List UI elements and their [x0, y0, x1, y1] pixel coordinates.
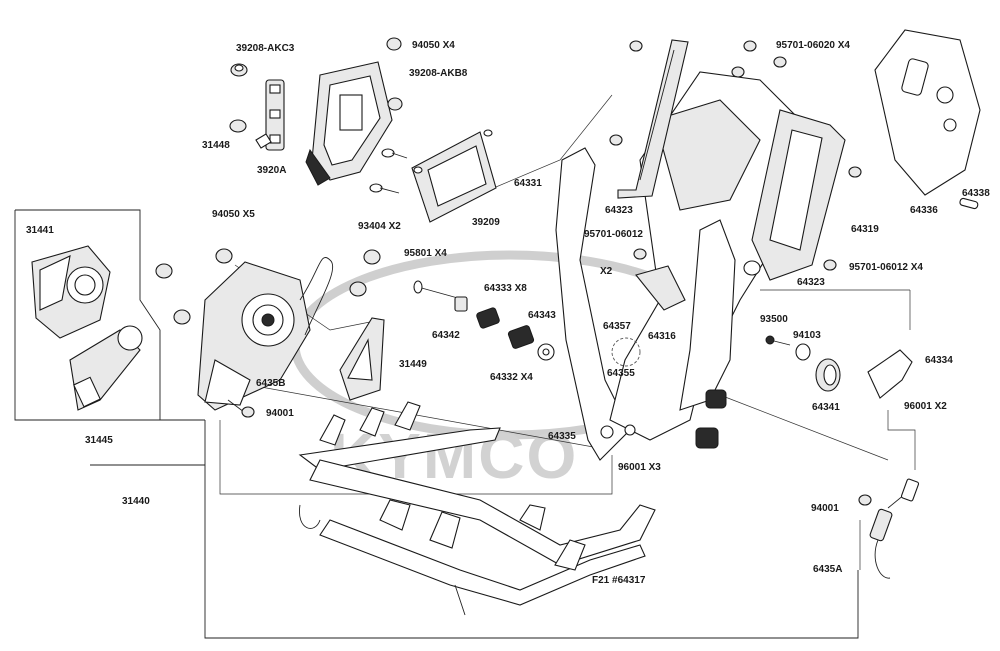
label-31445: 31445 — [85, 435, 113, 446]
label-95701-06020-x4: 95701-06020 X4 — [776, 40, 850, 51]
label-94001-left: 94001 — [266, 408, 294, 419]
label-64342: 64342 — [432, 330, 460, 341]
grommet-64357 — [611, 337, 641, 367]
label-94001-right: 94001 — [811, 503, 839, 514]
label-f21-64317: F21 #64317 — [592, 575, 646, 586]
motor-assembly-31441 — [31, 245, 111, 339]
sensor-6435a — [241, 406, 920, 579]
label-64333-x8: 64333 X8 — [484, 283, 527, 294]
actuator-housing — [197, 257, 334, 413]
washer-94103 — [795, 343, 811, 361]
label-64343: 64343 — [528, 310, 556, 321]
label-6435b: 6435B — [256, 378, 285, 389]
rubber-mounts-64333 — [476, 307, 555, 361]
label-96001-x2: 96001 X2 — [904, 401, 947, 412]
screw-93500 — [765, 335, 791, 346]
frame-dampers — [600, 389, 727, 449]
label-31449: 31449 — [399, 359, 427, 370]
bracket-31449 — [339, 317, 385, 401]
rail-64323-upper — [617, 39, 689, 199]
clamp-64316 — [635, 265, 686, 311]
label-64336: 64336 — [910, 205, 938, 216]
bolt-95801 — [413, 280, 468, 312]
label-64334: 64334 — [925, 355, 953, 366]
label-64335: 64335 — [548, 431, 576, 442]
label-94050-x4: 94050 X4 — [412, 40, 455, 51]
label-64319: 64319 — [851, 224, 879, 235]
label-64323-lower: 64323 — [797, 277, 825, 288]
label-95701-06012: 95701-06012 — [584, 229, 643, 240]
label-31440: 31440 — [122, 496, 150, 507]
lower-frame-64317 — [298, 401, 656, 616]
label-x2: X2 — [600, 266, 613, 277]
label-64316: 64316 — [648, 331, 676, 342]
label-64323-upper: 64323 — [605, 205, 633, 216]
label-31448: 31448 — [202, 140, 230, 151]
label-39208-akc3: 39208-AKC3 — [236, 43, 295, 54]
label-6435a: 6435A — [813, 564, 842, 575]
label-95701-06012-x4: 95701-06012 X4 — [849, 262, 923, 273]
label-96001-x3: 96001 X3 — [618, 462, 661, 473]
label-95801-x4: 95801 X4 — [404, 248, 447, 259]
label-93404-x2: 93404 X2 — [358, 221, 401, 232]
stay-64334 — [867, 349, 913, 399]
rail-64319 — [743, 109, 846, 281]
label-64331: 64331 — [514, 178, 542, 189]
label-94050-x5: 94050 X5 — [212, 209, 255, 220]
ecu-module-assembly — [265, 61, 393, 186]
label-39209: 39209 — [472, 217, 500, 228]
label-64355: 64355 — [607, 368, 635, 379]
label-64338: 64338 — [962, 188, 990, 199]
label-39208-akb8: 39208-AKB8 — [409, 68, 468, 79]
label-3920a: 3920A — [257, 165, 286, 176]
pin-64338 — [959, 197, 979, 210]
label-31441: 31441 — [26, 225, 54, 236]
label-64332-x4: 64332 X4 — [490, 372, 533, 383]
leader-lines — [14, 94, 916, 639]
label-94103: 94103 — [793, 330, 821, 341]
label-93500: 93500 — [760, 314, 788, 325]
bracket-plate-39209 — [411, 129, 497, 223]
bolts-93404 — [369, 148, 408, 194]
rubber-64341 — [815, 358, 841, 392]
plate-64336 — [874, 29, 981, 196]
part-labels: 39208-AKC3 94050 X4 39208-AKB8 31448 392… — [26, 40, 990, 586]
label-64357: 64357 — [603, 321, 631, 332]
motor-31445 — [69, 325, 143, 411]
label-64341: 64341 — [812, 402, 840, 413]
